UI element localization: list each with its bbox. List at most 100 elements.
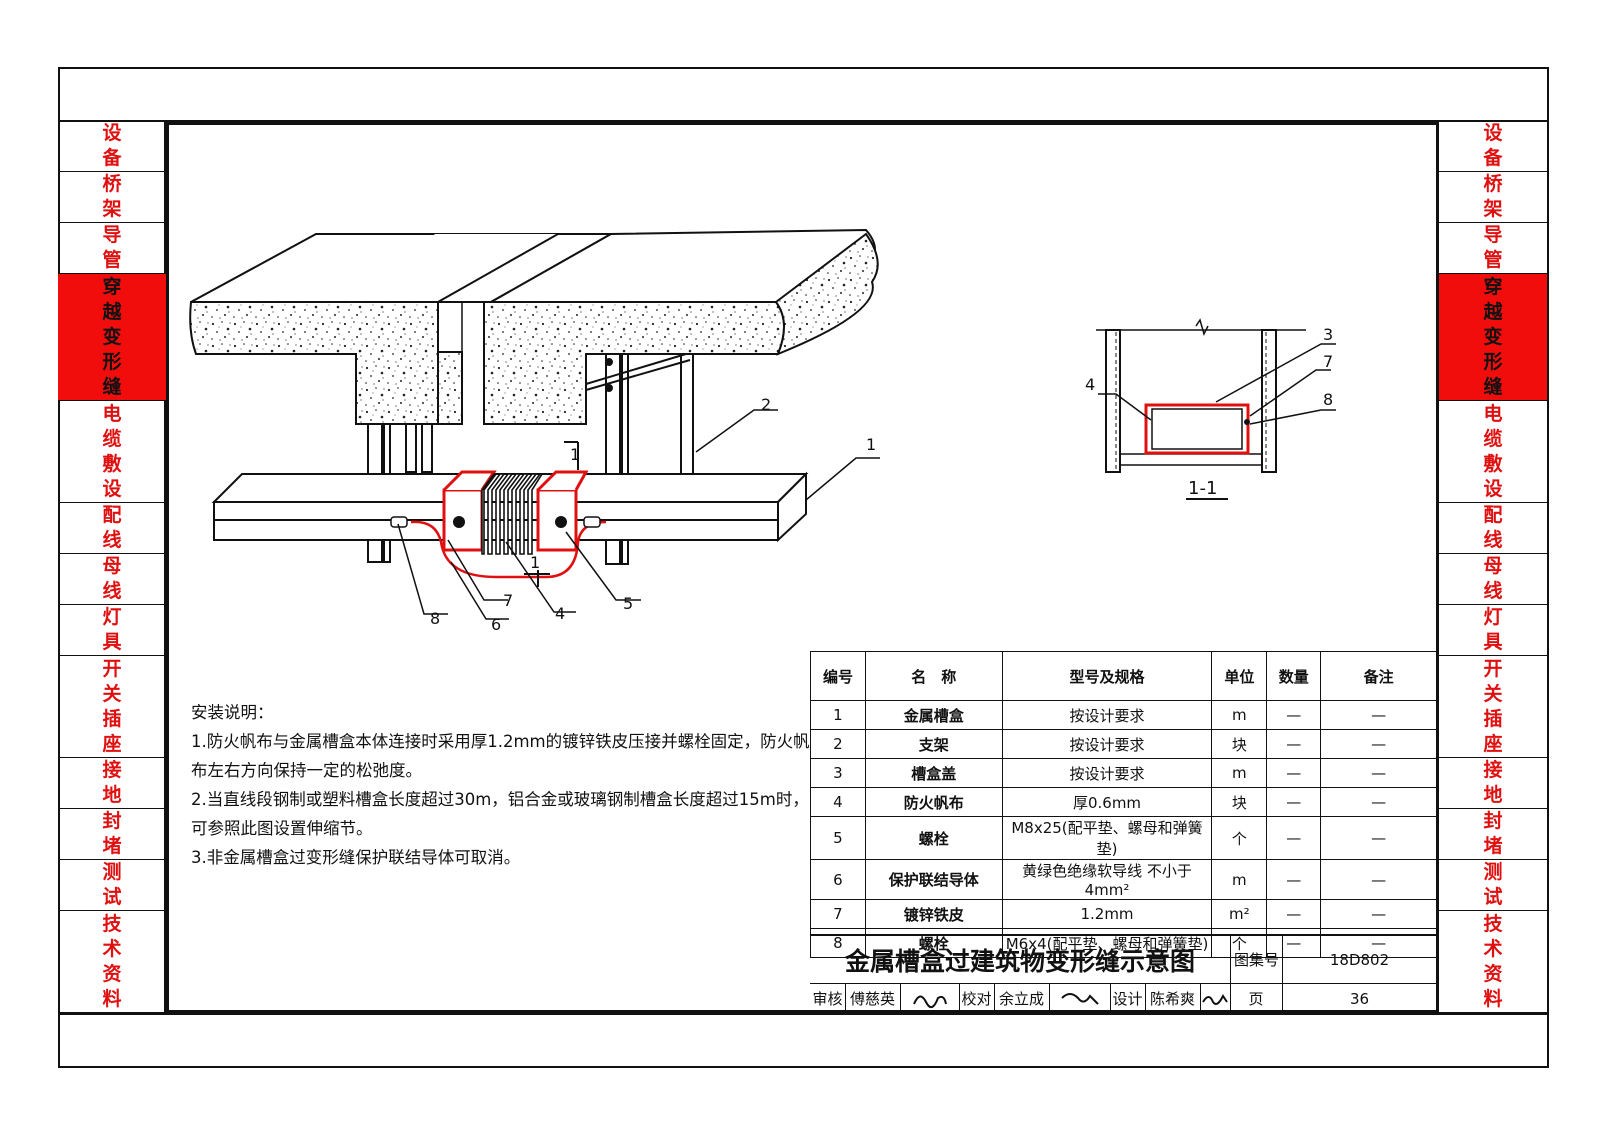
callout-7: 7 bbox=[503, 591, 513, 610]
table-cell: — bbox=[1266, 928, 1322, 958]
table-cell: — bbox=[1266, 758, 1322, 788]
chapter-tab[interactable]: 电缆敷设 bbox=[1439, 401, 1547, 503]
table-cell: 个 bbox=[1211, 928, 1268, 958]
chapter-tab[interactable]: 桥架 bbox=[1439, 172, 1547, 223]
callout-1: 1 bbox=[866, 435, 876, 454]
chapter-tab-char: 穿 bbox=[102, 275, 122, 298]
atlas-label: 图集号 bbox=[1230, 934, 1283, 984]
chapter-tab[interactable]: 导管 bbox=[58, 223, 166, 274]
chapter-tab[interactable]: 电缆敷设 bbox=[58, 401, 166, 503]
table-cell: 块 bbox=[1211, 729, 1268, 759]
chapter-tab-char: 导 bbox=[1483, 224, 1503, 246]
fire-resistant-cloth-bellows bbox=[442, 470, 589, 555]
chapter-tab-char: 母 bbox=[102, 555, 122, 577]
chapter-tab-char: 线 bbox=[1483, 529, 1503, 551]
table-cell: 8 bbox=[810, 928, 866, 958]
chapter-tab[interactable]: 测试 bbox=[58, 860, 166, 911]
chapter-tab[interactable]: 接地 bbox=[1439, 758, 1547, 809]
chapter-tab-char: 试 bbox=[102, 886, 122, 908]
chapter-tab[interactable]: 接地 bbox=[58, 758, 166, 809]
table-cell: 2 bbox=[810, 729, 866, 759]
note-line: 2.当直线段钢制或塑料槽盒长度超过30m，铝合金或玻璃钢制槽盒长度超过15m时， bbox=[191, 790, 809, 809]
chapter-tab-char: 封 bbox=[1483, 810, 1503, 832]
chapter-tab-char: 缝 bbox=[1483, 375, 1503, 398]
chapter-tab[interactable]: 封堵 bbox=[58, 809, 166, 860]
chapter-tab-char: 形 bbox=[1483, 350, 1503, 373]
callout-5: 5 bbox=[623, 594, 633, 613]
chapter-tab-char: 测 bbox=[1483, 861, 1503, 883]
table-cell: 槽盒盖 bbox=[864, 758, 1003, 788]
chapter-tab[interactable]: 设备 bbox=[1439, 121, 1547, 172]
chapter-tab-char: 电 bbox=[102, 402, 122, 425]
chapter-tab-char: 电 bbox=[1483, 402, 1503, 425]
chapter-tab[interactable]: 技术资料 bbox=[58, 911, 166, 1013]
chapter-tab[interactable]: 配线 bbox=[1439, 503, 1547, 554]
chapter-tab-char: 敷 bbox=[1483, 452, 1503, 475]
chapter-tab[interactable]: 灯具 bbox=[1439, 605, 1547, 656]
chapter-tab[interactable]: 穿越变形缝 bbox=[1439, 274, 1547, 401]
table-cell: M6x4(配平垫、螺母和弹簧垫) bbox=[1001, 928, 1213, 958]
chapter-tab[interactable]: 技术资料 bbox=[1439, 911, 1547, 1013]
chapter-tab[interactable]: 测试 bbox=[1439, 860, 1547, 911]
col-header-spec: 型号及规格 bbox=[1001, 651, 1213, 701]
chapter-tab[interactable]: 母线 bbox=[1439, 554, 1547, 605]
table-cell: — bbox=[1320, 816, 1437, 860]
table-cell: 块 bbox=[1211, 787, 1268, 817]
chapter-tab[interactable]: 配线 bbox=[58, 503, 166, 554]
table-header-row: 编号 名 称 型号及规格 单位 数量 备注 bbox=[810, 651, 1437, 701]
chapter-tab-char: 接 bbox=[102, 759, 122, 781]
chapter-tab-char: 线 bbox=[102, 529, 122, 551]
chapter-tab-char: 具 bbox=[1483, 631, 1503, 653]
section-callout-8: 8 bbox=[1323, 390, 1333, 409]
col-header-remarks: 备注 bbox=[1320, 651, 1437, 701]
table-cell: — bbox=[1320, 899, 1437, 929]
chapter-tab-char: 术 bbox=[102, 937, 122, 960]
chapter-tab[interactable]: 穿越变形缝 bbox=[58, 274, 166, 401]
chapter-tab[interactable]: 灯具 bbox=[58, 605, 166, 656]
chapter-tab[interactable]: 设备 bbox=[58, 121, 166, 172]
chapter-tab-char: 变 bbox=[1483, 325, 1503, 348]
callout-leaders bbox=[397, 409, 880, 620]
checker-signature bbox=[1049, 984, 1111, 1013]
chapter-tab-char: 设 bbox=[102, 122, 122, 144]
section-callout-7: 7 bbox=[1323, 352, 1333, 371]
table-cell: — bbox=[1266, 859, 1322, 900]
chapter-tab[interactable]: 开关插座 bbox=[58, 656, 166, 758]
chapter-tab-char: 开 bbox=[102, 657, 122, 680]
chapter-tab-char: 技 bbox=[1483, 912, 1503, 935]
table-cell: M8x25(配平垫、螺母和弹簧垫) bbox=[1001, 816, 1213, 860]
table-cell: 1.2mm bbox=[1001, 899, 1213, 929]
reviewer-name: 傅慈英 bbox=[845, 984, 901, 1013]
check-label: 校对 bbox=[959, 984, 995, 1013]
drawing-frame bbox=[166, 122, 1439, 1013]
chapter-tab-char: 具 bbox=[102, 631, 122, 653]
chapter-tab-char: 敷 bbox=[102, 452, 122, 475]
bottom-border-line bbox=[58, 1013, 1549, 1015]
chapter-tab-char: 资 bbox=[1483, 962, 1503, 985]
chapter-tab-char: 关 bbox=[102, 682, 122, 705]
chapter-tab-char: 关 bbox=[1483, 682, 1503, 705]
protective-bonding-conductor bbox=[390, 516, 607, 579]
chapter-tab-char: 管 bbox=[102, 249, 122, 271]
chapter-tab-char: 试 bbox=[1483, 886, 1503, 908]
table-cell: 个 bbox=[1211, 816, 1268, 860]
expansion-joint-diagram: 1 1 1 2 4 5 6 7 8 bbox=[189, 228, 1336, 634]
notes-heading: 安装说明： bbox=[191, 703, 274, 722]
table-cell: 黄绿色绝缘软导线 不小于4mm² bbox=[1001, 859, 1213, 900]
table-cell: — bbox=[1320, 700, 1437, 730]
chapter-tab-char: 堵 bbox=[1483, 835, 1503, 857]
table-cell: 5 bbox=[810, 816, 866, 860]
table-cell: — bbox=[1320, 729, 1437, 759]
chapter-tab[interactable]: 桥架 bbox=[58, 172, 166, 223]
chapter-tab-char: 地 bbox=[102, 784, 122, 806]
review-label: 审核 bbox=[810, 984, 846, 1013]
chapter-tab-char: 缆 bbox=[102, 427, 122, 450]
reviewer-signature bbox=[900, 984, 960, 1013]
chapter-tab[interactable]: 封堵 bbox=[1439, 809, 1547, 860]
chapter-tab[interactable]: 母线 bbox=[58, 554, 166, 605]
chapter-tab[interactable]: 开关插座 bbox=[1439, 656, 1547, 758]
chapter-tab-char: 架 bbox=[1483, 198, 1503, 220]
chapter-tab[interactable]: 导管 bbox=[1439, 223, 1547, 274]
